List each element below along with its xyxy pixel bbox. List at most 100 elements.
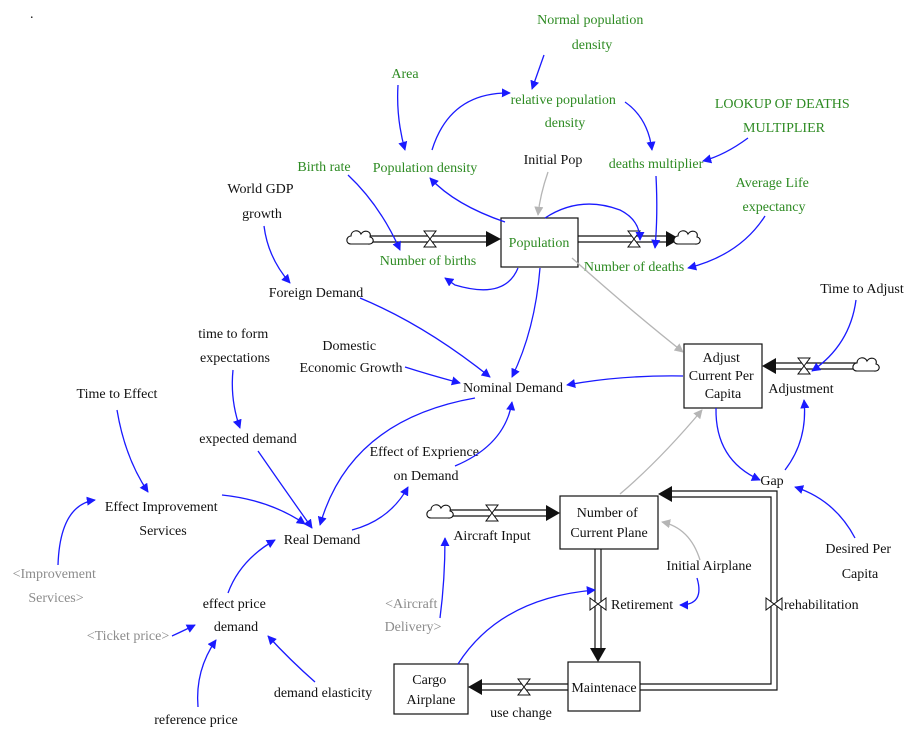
link-deaths-multiplier-to-deaths — [651, 175, 661, 249]
var-normal-population-density[interactable]: Normal population density — [537, 13, 647, 53]
var-time-to-adjust[interactable]: Time to Adjust — [820, 282, 904, 297]
link-time-to-form-to-expected — [231, 369, 242, 429]
stock-label: Adjust — [703, 351, 740, 366]
link-gap-to-adjustment — [784, 399, 810, 471]
stock-cargo-airplane[interactable]: Cargo Airplane — [393, 663, 469, 715]
pipe-retirement — [590, 549, 606, 662]
cloud-icon — [426, 504, 454, 519]
link-desired-to-gap — [794, 485, 856, 539]
shadow-var-improvement-services[interactable]: <Improvement Services> — [13, 567, 100, 606]
var-initial-pop[interactable]: Initial Pop — [524, 153, 583, 168]
stock-label: Maintenace — [571, 681, 636, 696]
link-ticket-price-to-effect-price — [171, 624, 196, 637]
link-demand-elasticity-to-effect-price — [267, 635, 316, 683]
stock-label: Current Plane — [570, 526, 647, 541]
link-adjust-to-nominal-demand — [566, 375, 684, 388]
flow-use-change[interactable]: use change — [490, 706, 552, 721]
var-nominal-demand[interactable]: Nominal Demand — [463, 381, 563, 396]
stock-label: Cargo — [412, 673, 446, 688]
var-time-to-effect[interactable]: Time to Effect — [77, 387, 158, 402]
var-deaths-multiplier[interactable]: deaths multiplier — [609, 157, 704, 172]
stock-population[interactable]: Population — [500, 217, 579, 268]
pipe-rehabilitation — [640, 486, 778, 691]
stock-number-of-current-plane[interactable]: Number of Current Plane — [559, 495, 659, 550]
stock-label: Capita — [705, 387, 742, 402]
link-adjust-to-gap — [715, 407, 761, 481]
pipe-births — [370, 231, 501, 247]
var-population-density[interactable]: Population density — [373, 161, 478, 176]
flow-number-of-births[interactable]: Number of births — [380, 254, 476, 269]
var-real-demand[interactable]: Real Demand — [284, 533, 361, 548]
shadow-var-aircraft-delivery[interactable]: <Aircraft Delivery> — [385, 597, 442, 635]
var-desired-per-capita[interactable]: Desired Per Capita — [825, 542, 894, 582]
var-effect-of-exprience-on-demand[interactable]: Effect of Exprience on Demand — [370, 445, 483, 484]
svg-text:Adjust Current Per: Adjust Current Per Capita — [689, 351, 757, 402]
var-domestic-economic-growth[interactable]: Domestic Economic Growth — [299, 339, 402, 376]
valve-icon — [423, 230, 811, 696]
pipe-use-change — [468, 679, 568, 695]
causal-links — [57, 54, 857, 708]
flow-pipes — [370, 231, 858, 695]
link-area-to-population-density — [397, 84, 408, 151]
link-maintenace-to-retirement — [457, 586, 596, 665]
var-foreign-demand[interactable]: Foreign Demand — [269, 286, 363, 301]
pipe-aircraft-input — [448, 505, 560, 521]
link-effect-of-exprience-to-nominal — [454, 401, 516, 467]
flow-aircraft-input[interactable]: Aircraft Input — [453, 529, 530, 544]
var-initial-airplane[interactable]: Initial Airplane — [666, 559, 751, 574]
link-improvement-to-real-demand — [221, 494, 306, 525]
var-effect-price-demand[interactable]: effect price demand — [203, 597, 270, 635]
stock-maintenace[interactable]: Maintenace — [567, 661, 641, 712]
link-number-of-plane-to-adjust — [619, 409, 703, 495]
var-expected-demand[interactable]: expected demand — [199, 432, 297, 447]
stock-label: Number of — [577, 506, 638, 521]
var-lookup-of-deaths-multiplier[interactable]: LOOKUP OF DEATHS MULTIPLIER — [715, 97, 853, 136]
link-time-to-adjust-to-adjustment — [811, 299, 857, 372]
var-average-life-expectancy[interactable]: Average Life expectancy — [736, 176, 813, 215]
link-population-to-adjust — [571, 257, 684, 353]
var-world-gdp-growth[interactable]: World GDP growth — [227, 182, 296, 222]
var-reference-price[interactable]: reference price — [154, 713, 238, 728]
var-relative-population-density[interactable]: relative population density — [511, 93, 620, 131]
stock-label: Population — [509, 236, 570, 251]
var-birth-rate[interactable]: Birth rate — [297, 160, 350, 175]
link-domestic-to-nominal-demand — [404, 366, 461, 386]
svg-text:Cargo Airplane: Cargo Airplane — [407, 673, 456, 708]
pipe-adjustment — [762, 358, 858, 374]
flow-rehabilitation[interactable]: rehabilitation — [784, 598, 859, 613]
var-gap[interactable]: Gap — [760, 474, 783, 489]
link-population-to-deaths — [544, 203, 645, 241]
link-real-to-effect-of-exprience — [351, 486, 409, 531]
link-improvement-shadow-to-effect — [57, 496, 96, 566]
link-life-expectancy-to-deaths — [687, 215, 766, 271]
var-demand-elasticity[interactable]: demand elasticity — [274, 686, 372, 701]
pipe-deaths — [578, 231, 680, 247]
corner-mark: . — [30, 7, 34, 22]
link-population-to-births — [444, 267, 519, 291]
link-population-to-nominal-demand — [511, 267, 541, 378]
flow-number-of-deaths[interactable]: Number of deaths — [584, 260, 684, 275]
link-world-gdp-to-foreign-demand — [263, 225, 291, 284]
svg-text:Number of Current Plane: Number of Current Plane — [570, 506, 647, 541]
flow-retirement[interactable]: Retirement — [611, 598, 673, 613]
link-aircraft-delivery-to-input — [439, 537, 450, 619]
link-initial-pop-to-population — [534, 171, 549, 216]
link-population-density-to-relative — [431, 88, 511, 151]
shadow-var-ticket-price[interactable]: <Ticket price> — [87, 629, 170, 644]
link-initial-airplane-to-number-of-plane — [661, 519, 701, 561]
link-birth-rate-to-births — [347, 174, 401, 251]
var-effect-improvement-services[interactable]: Effect Improvement Services — [105, 500, 221, 539]
cloud-icon — [346, 230, 374, 245]
stock-label: Airplane — [407, 693, 456, 708]
stock-label: Current Per — [689, 369, 754, 384]
link-foreign-to-nominal-demand — [359, 297, 491, 378]
cloud-icon — [673, 230, 701, 245]
var-time-to-form-expectations[interactable]: time to form expectations — [198, 327, 272, 366]
flow-adjustment[interactable]: Adjustment — [768, 382, 833, 397]
var-area[interactable]: Area — [391, 67, 419, 82]
link-expected-to-real-demand — [257, 450, 313, 529]
link-effect-price-to-real-demand — [227, 539, 276, 594]
link-time-to-effect-to-improvement — [116, 409, 149, 493]
stock-adjust-current-per-capita[interactable]: Adjust Current Per Capita — [683, 343, 763, 409]
